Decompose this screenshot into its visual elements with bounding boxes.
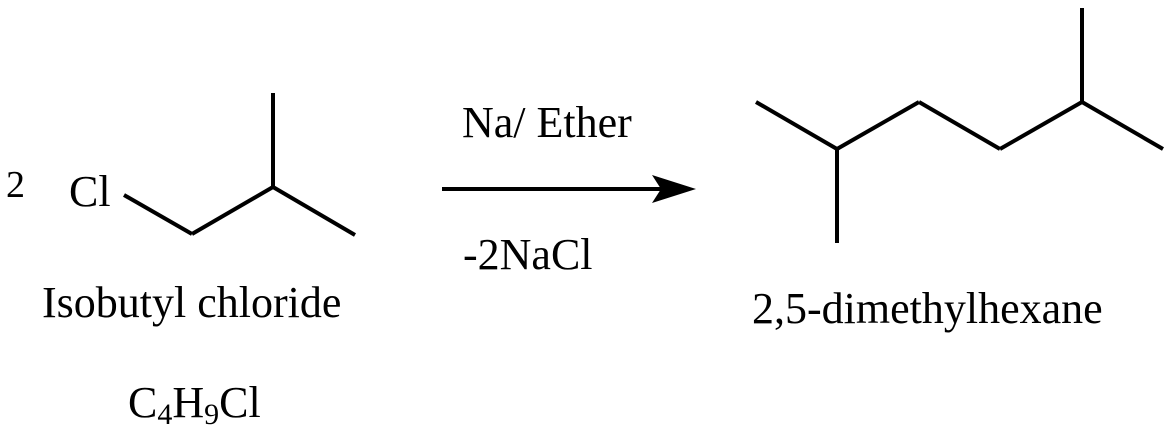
bond-p3 [836,100,920,151]
byproduct-label: -2NaCl [463,230,593,279]
reactant-structure [123,93,357,237]
chlorine-atom-label: Cl [69,167,111,216]
product-name: 2,5-dimethylhexane [752,284,1103,333]
bond-c2-methyl-down [271,185,357,237]
reactant-formula: C4H9Cl [128,378,261,430]
reactant-name: Isobutyl chloride [42,278,342,327]
bond-p4 [917,100,1002,151]
formula-subscript-h: 9 [204,398,220,431]
reagent-conditions: Na/ Ether [462,98,632,147]
reaction-arrow [442,175,696,203]
stoichiometric-coefficient: 2 [6,164,25,206]
product-structure [754,8,1165,243]
bond-p1 [754,100,839,151]
bond-c1-c2 [190,185,275,236]
formula-element-c: C [128,378,158,427]
bond-p7 [1080,100,1165,151]
formula-subscript-c: 4 [157,398,173,431]
bond-cl-c1 [123,193,193,236]
bond-p5 [999,100,1083,151]
formula-element-h: H [172,378,205,427]
arrow-head [652,175,696,203]
formula-element-cl: Cl [219,378,261,427]
